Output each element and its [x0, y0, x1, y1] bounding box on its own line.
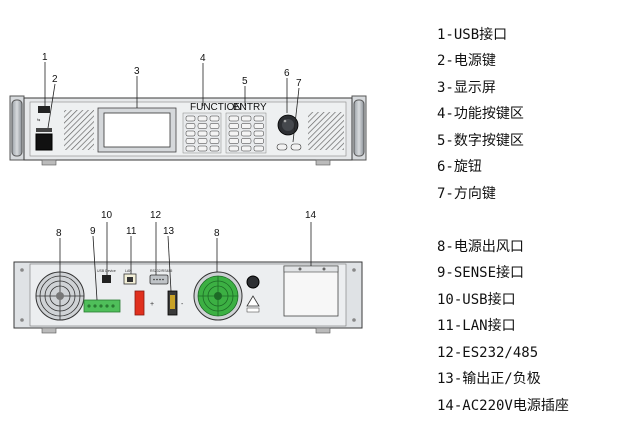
output-positive-terminal[interactable]	[134, 290, 145, 316]
callout-12: 12	[150, 210, 162, 221]
numeric-key[interactable]	[228, 145, 239, 152]
left-handle	[11, 99, 23, 157]
rs232-485-port[interactable]	[149, 274, 169, 285]
function-key[interactable]	[197, 123, 208, 129]
callout-8b: 8	[214, 228, 220, 239]
entry-label: ENTRY	[233, 102, 267, 113]
numeric-key-area[interactable]: ENTRY	[225, 102, 267, 154]
function-key[interactable]	[209, 115, 220, 122]
legend-item-14: 14-AC220V电源插座	[437, 398, 569, 414]
right-vent	[308, 112, 344, 150]
lan-label: LAN	[125, 269, 132, 273]
numeric-key[interactable]	[241, 130, 252, 137]
function-key[interactable]	[197, 130, 208, 137]
numeric-key[interactable]	[253, 115, 264, 122]
legend-item-12: 12-ES232/485	[437, 345, 539, 361]
rear-panel: USB Device LAN RS232/RS485 + -	[13, 261, 363, 334]
legend-item-4: 4-功能按键区	[437, 106, 524, 122]
legend-item-1: 1-USB接口	[437, 27, 508, 43]
function-key[interactable]	[185, 138, 196, 144]
function-key[interactable]	[209, 130, 220, 137]
callout-3: 3	[134, 66, 140, 77]
numeric-key[interactable]	[253, 145, 264, 152]
front-leaders	[44, 62, 300, 143]
plus-sign: +	[150, 301, 154, 308]
legend-item-2: 2-电源键	[437, 53, 496, 69]
ground-post	[246, 275, 260, 289]
function-key[interactable]	[209, 145, 220, 152]
function-key-area[interactable]: FUNCTION	[182, 102, 242, 154]
function-key[interactable]	[197, 145, 208, 152]
callout-1: 1	[42, 52, 48, 63]
numeric-key[interactable]	[241, 115, 252, 122]
rear-usb-port[interactable]	[102, 275, 111, 283]
legend-item-5: 5-数字按键区	[437, 133, 524, 149]
arrow-key-right[interactable]	[290, 143, 302, 151]
numeric-key[interactable]	[228, 138, 239, 144]
callout-11: 11	[126, 226, 137, 237]
numeric-key[interactable]	[228, 130, 239, 137]
callout-7: 7	[296, 78, 302, 89]
warning-icon	[246, 295, 260, 307]
minus-sign: -	[181, 301, 184, 308]
numeric-key[interactable]	[228, 123, 239, 129]
display-screen	[103, 112, 171, 148]
callout-10: 10	[101, 210, 113, 221]
function-key[interactable]	[185, 145, 196, 152]
arrow-key-left[interactable]	[276, 143, 288, 151]
callout-8a: 8	[56, 228, 62, 239]
ac220v-socket[interactable]	[283, 265, 339, 317]
right-handle	[353, 99, 365, 157]
rs-label: RS232/RS485	[150, 269, 172, 273]
function-key[interactable]	[209, 123, 220, 129]
numeric-key[interactable]	[241, 138, 252, 144]
front-usb-port[interactable]	[38, 106, 50, 113]
function-key[interactable]	[185, 115, 196, 122]
callout-4: 4	[200, 53, 206, 64]
function-key[interactable]	[197, 138, 208, 144]
usb-device-label: USB Device	[97, 269, 116, 273]
function-key[interactable]	[209, 138, 220, 144]
legend-item-9: 9-SENSE接口	[437, 265, 525, 281]
rear-leaders	[59, 222, 312, 301]
numeric-key[interactable]	[241, 123, 252, 129]
left-fan-outlet	[35, 271, 85, 321]
legend-item-13: 13-输出正/负极	[437, 371, 541, 387]
numeric-key[interactable]	[241, 145, 252, 152]
callout-6: 6	[284, 68, 290, 79]
callout-13: 13	[163, 226, 175, 237]
legend-item-7: 7-方向键	[437, 186, 496, 202]
legend-item-10: 10-USB接口	[437, 292, 516, 308]
numeric-key[interactable]	[253, 123, 264, 129]
legend-item-3: 3-显示屏	[437, 80, 496, 96]
numeric-key[interactable]	[253, 130, 264, 137]
instrument-diagram: ⇆ FUNCTION ENTRY	[9, 52, 367, 334]
callout-14: 14	[305, 210, 317, 221]
left-vent	[64, 110, 94, 150]
callout-5: 5	[242, 76, 248, 87]
function-key[interactable]	[197, 115, 208, 122]
function-label: FUNCTION	[190, 102, 242, 113]
function-key[interactable]	[185, 130, 196, 137]
usb-symbol: ⇆	[37, 117, 41, 122]
legend-item-6: 6-旋钮	[437, 159, 482, 175]
front-panel: ⇆ FUNCTION ENTRY	[9, 95, 367, 166]
numeric-key[interactable]	[228, 115, 239, 122]
legend-item-11: 11-LAN接口	[437, 318, 516, 334]
callout-2: 2	[52, 74, 58, 85]
callout-9: 9	[90, 226, 96, 237]
legend-item-8: 8-电源出风口	[437, 239, 524, 255]
numeric-key[interactable]	[253, 138, 264, 144]
right-fan-outlet	[193, 271, 243, 321]
power-key[interactable]	[35, 133, 53, 151]
function-key[interactable]	[185, 123, 196, 129]
